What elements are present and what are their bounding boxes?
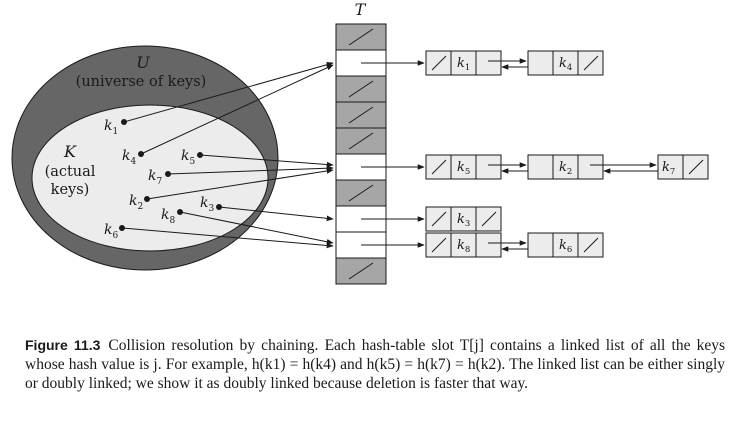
nil-slash <box>431 237 447 253</box>
chain-slot-8: k8 k6 <box>425 232 604 258</box>
nil-slash <box>348 28 374 46</box>
svg-text:k7: k7 <box>662 160 675 177</box>
nil-slash <box>348 132 374 150</box>
caption-text: Collision resolution by chaining. Each h… <box>25 337 725 392</box>
svg-text:k6: k6 <box>559 238 572 255</box>
list-node-k5: k5 <box>425 154 502 180</box>
list-node-k1: k1 <box>425 50 502 76</box>
nil-slash <box>583 55 599 71</box>
nil-slash <box>348 184 374 202</box>
svg-text:k2: k2 <box>559 160 572 177</box>
key-label-k8: k8 <box>161 207 175 226</box>
list-node-k6: k6 <box>527 232 604 258</box>
list-node-k4: k4 <box>527 50 604 76</box>
nil-slash <box>348 262 374 280</box>
hash-chaining-diagram: U (universe of keys) K (actual keys) k1 … <box>11 0 709 285</box>
actual-keys-label: K <box>63 142 77 161</box>
nil-slash <box>431 55 447 71</box>
nil-slash <box>481 211 497 227</box>
nil-slash <box>431 211 447 227</box>
nil-slash <box>348 106 374 124</box>
hash-arrow-k7 <box>167 165 334 175</box>
nil-slash <box>583 237 599 253</box>
svg-text:k5: k5 <box>457 160 470 177</box>
hash-arrow-k4 <box>140 64 334 155</box>
list-node-k2: k2 <box>527 154 604 180</box>
svg-text:k3: k3 <box>457 212 470 229</box>
hash-arrow-k8 <box>179 211 334 245</box>
key-label-k4: k4 <box>122 148 136 167</box>
nil-slash <box>431 159 447 175</box>
key-label-k3: k3 <box>200 195 214 214</box>
chain-slot-5: k5 k2 k7 <box>425 154 709 180</box>
key-label-k1: k1 <box>104 118 118 137</box>
chain-slot-7: k3 <box>425 206 502 232</box>
actual-keys-set <box>31 104 269 252</box>
hash-arrow-k2 <box>146 168 334 200</box>
caption-label: Figure 11.3 <box>25 337 101 353</box>
key-label-k5: k5 <box>181 148 195 167</box>
key-label-k7: k7 <box>148 168 162 187</box>
svg-text:k8: k8 <box>457 238 470 255</box>
chain-slot-1: k1 k4 <box>425 50 604 76</box>
svg-text:k1: k1 <box>457 56 470 73</box>
actual-keys-caption-line1: (actual <box>45 164 96 180</box>
key-label-k6: k6 <box>104 222 118 241</box>
list-node-k7: k7 <box>657 154 709 180</box>
hash-arrow-k3 <box>218 206 334 222</box>
actual-keys-caption-line2: keys) <box>51 182 90 198</box>
hash-table <box>335 23 387 285</box>
nil-slash <box>348 80 374 98</box>
universe-label: U <box>136 53 150 72</box>
svg-text:k4: k4 <box>559 56 572 73</box>
list-node-k8: k8 <box>425 232 502 258</box>
list-node-k3: k3 <box>425 206 502 232</box>
key-label-k2: k2 <box>129 193 143 212</box>
hash-arrow-k5 <box>199 154 334 168</box>
table-label: T <box>355 0 367 19</box>
nil-slash <box>688 159 704 175</box>
hash-arrow-k1 <box>123 62 334 123</box>
universe-caption: (universe of keys) <box>76 74 207 90</box>
hash-arrow-k6 <box>121 227 334 249</box>
